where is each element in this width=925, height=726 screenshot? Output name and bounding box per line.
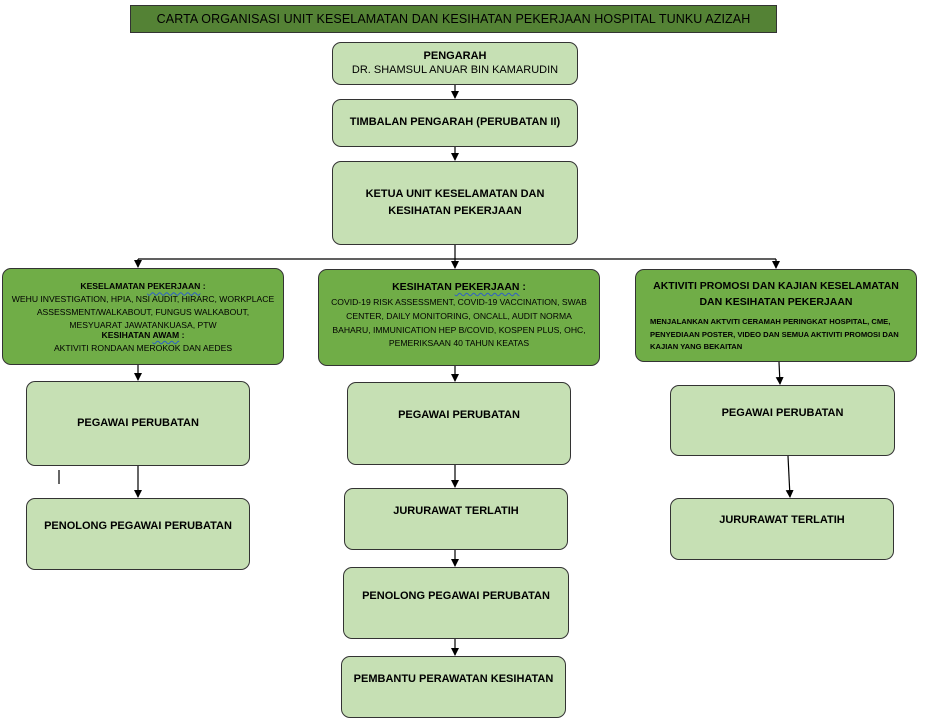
promosi-heading-1: AKTIVITI PROMOSI DAN KAJIAN KESELAMATAN	[653, 280, 899, 292]
timbalan-box: TIMBALAN PENGARAH (PERUBATAN II)	[332, 99, 578, 147]
kesihatan-heading-colon: :	[519, 281, 526, 293]
k3-jururawat-box: JURURAWAT TERLATIH	[670, 498, 894, 560]
k2-jururawat-label: JURURAWAT TERLATIH	[393, 505, 519, 517]
k2-pegawai-perubatan-label: PEGAWAI PERUBATAN	[398, 409, 520, 421]
pengarah-box: PENGARAH DR. SHAMSUL ANUAR BIN KAMARUDIN	[332, 42, 578, 85]
k1-penolong-box: PENOLONG PEGAWAI PERUBATAN	[26, 498, 250, 570]
keselamatan-activity-1: WEHU INVESTIGATION, HPIA, NSI AUDIT, HIR…	[11, 294, 275, 305]
promosi-activities: MENJALANKAN AKTVITI CERAMAH PERINGKAT HO…	[636, 317, 899, 351]
k3-pegawai-perubatan-box: PEGAWAI PERUBATAN	[670, 385, 895, 456]
k3-pegawai-perubatan-label: PEGAWAI PERUBATAN	[721, 407, 844, 419]
kesihatan-awam-word2: AWAM	[152, 330, 180, 341]
k2-pembantu-box: PEMBANTU PERAWATAN KESIHATAN	[341, 656, 566, 718]
chart-title: CARTA ORGANISASI UNIT KESELAMATAN DAN KE…	[130, 5, 777, 33]
ketua-line2: KESIHATAN PEKERJAAN	[388, 204, 522, 217]
kesihatan-activity-4: PEMERIKSAAN 40 TAHUN KEATAS	[388, 338, 530, 349]
keselamatan-box: KESELAMATAN PEKERJAAN : WEHU INVESTIGATI…	[2, 268, 284, 365]
connector-k3-pegawai	[775, 361, 784, 385]
timbalan-label: TIMBALAN PENGARAH (PERUBATAN II)	[349, 116, 561, 129]
keselamatan-heading-word1: KESELAMATAN	[80, 281, 145, 292]
kesihatan-activity-1: COVID-19 RISK ASSESSMENT, COVID-19 VACCI…	[331, 297, 587, 308]
k2-penolong-label: PENOLONG PEGAWAI PERUBATAN	[362, 590, 550, 602]
k1-pegawai-perubatan-label: PEGAWAI PERUBATAN	[77, 416, 199, 429]
k1-pegawai-perubatan-box: PEGAWAI PERUBATAN	[26, 381, 250, 466]
keselamatan-heading-word2: PEKERJAAN	[147, 281, 201, 292]
promosi-activity-3: KAJIAN YANG BEKAITAN	[650, 342, 743, 352]
pengarah-role: PENGARAH	[423, 49, 487, 62]
kesihatan-awam-heading: KESIHATAN AWAM :	[102, 330, 185, 341]
promosi-activity-2: PENYEDIAAN POSTER, VIDEO DAN SEMUA AKTIV…	[650, 329, 899, 339]
k2-penolong-box: PENOLONG PEGAWAI PERUBATAN	[343, 567, 569, 639]
connector-k3-jururawat	[785, 455, 794, 498]
kesihatan-awam-word1: KESIHATAN	[101, 330, 151, 341]
kesihatan-heading-word2: PEKERJAAN	[454, 281, 520, 293]
kesihatan-heading: KESIHATAN PEKERJAAN :	[392, 281, 526, 294]
ketua-box: KETUA UNIT KESELAMATAN DAN KESIHATAN PEK…	[332, 161, 578, 245]
kesihatan-activity-3: BAHARU, IMMUNICATION HEP B/COVID, KOSPEN…	[332, 324, 586, 335]
kesihatan-heading-word1: KESIHATAN	[392, 281, 452, 293]
k2-pegawai-perubatan-box: PEGAWAI PERUBATAN	[347, 382, 571, 465]
k3-jururawat-label: JURURAWAT TERLATIH	[719, 514, 845, 526]
keselamatan-heading-colon: :	[200, 281, 206, 292]
kesihatan-activity-2: CENTER, DAILY MONITORING, ONCALL, AUDIT …	[346, 310, 572, 321]
pengarah-name: DR. SHAMSUL ANUAR BIN KAMARUDIN	[351, 63, 559, 76]
keselamatan-activity-3: MESYUARAT JAWATANKUASA, PTW	[69, 319, 217, 330]
kesihatan-awam-colon: :	[179, 330, 185, 341]
k2-pembantu-label: PEMBANTU PERAWATAN KESIHATAN	[353, 673, 554, 685]
kesihatan-awam-activity: AKTIVITI RONDAAN MEROKOK DAN AEDES	[53, 342, 233, 353]
k1-penolong-label: PENOLONG PEGAWAI PERUBATAN	[44, 520, 232, 532]
k2-jururawat-box: JURURAWAT TERLATIH	[344, 488, 568, 550]
ketua-line1: KETUA UNIT KESELAMATAN DAN	[365, 187, 545, 200]
promosi-box: AKTIVITI PROMOSI DAN KAJIAN KESELAMATAN …	[635, 269, 917, 362]
kesihatan-box: KESIHATAN PEKERJAAN : COVID-19 RISK ASSE…	[318, 269, 600, 366]
promosi-heading-2: DAN KESIHATAN PEKERJAAN	[699, 296, 853, 309]
keselamatan-activity-2: ASSESSMENT/WALKABOUT, FUNGUS WALKABOUT,	[36, 306, 250, 317]
promosi-activity-1: MENJALANKAN AKTVITI CERAMAH PERINGKAT HO…	[650, 317, 891, 327]
keselamatan-heading: KESELAMATAN PEKERJAAN :	[80, 281, 205, 292]
